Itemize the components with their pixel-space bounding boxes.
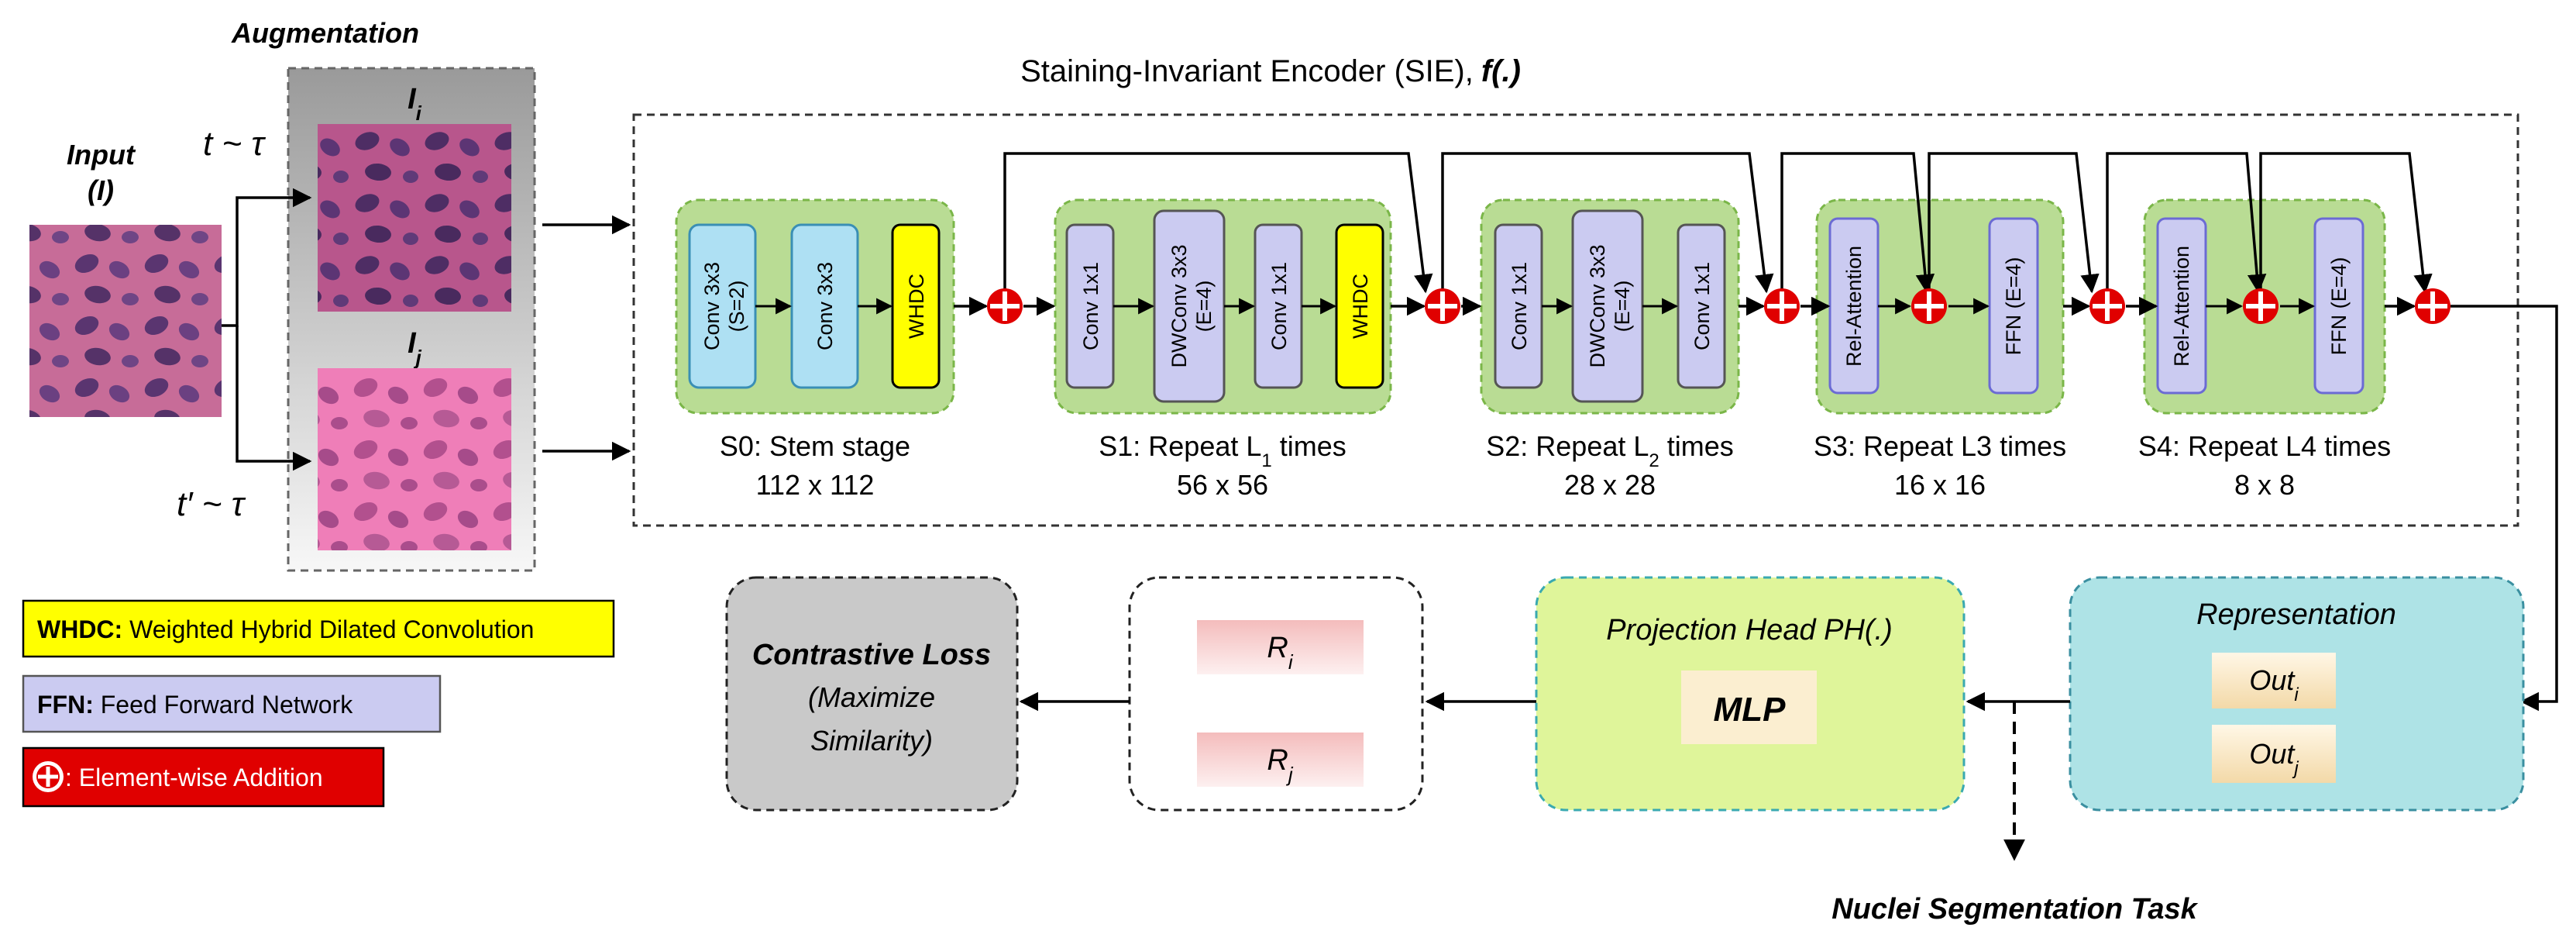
- projection-head-title: Projection Head PH(.): [1606, 614, 1893, 646]
- arrow-to-view-j: [236, 326, 312, 471]
- s1-block-2-label: Conv 1x1: [1267, 262, 1291, 350]
- out-j-label: Outj: [2249, 738, 2299, 779]
- add-node-6: [2243, 288, 2279, 324]
- skip-connection-s3-ffn: [1928, 152, 2100, 306]
- s4-block-0-label: Rel-Attention: [2170, 246, 2193, 367]
- ri-bar: [1197, 620, 1364, 674]
- s3-caption: S3: Repeat L3 times: [1814, 430, 2066, 462]
- add-node-7: [2415, 288, 2450, 324]
- add-node-5: [2089, 288, 2125, 324]
- view-j-label: Ij: [408, 327, 422, 369]
- contrastive-loss-box: [725, 576, 1019, 812]
- s1-caption: S1: Repeat L1 times: [1099, 430, 1346, 471]
- arrow-encoder-to-representation: [2450, 305, 2558, 712]
- legend-addition-text: : Element-wise Addition: [65, 764, 323, 791]
- legend-ffn: [22, 674, 442, 733]
- s1-resolution: 56 x 56: [1177, 469, 1268, 501]
- augmentation-title: Augmentation: [231, 17, 419, 49]
- s1-block-1-label: DWConv 3x3(E=4): [1168, 244, 1216, 367]
- add-node-1: [987, 288, 1023, 324]
- skip-connection-s4-attn: [2106, 152, 2267, 306]
- s1-block-3-label: WHDC: [1349, 274, 1372, 339]
- s3-block-0-label: Rel-Attention: [1842, 246, 1866, 367]
- contrastive-loss-line2: Similarity): [810, 725, 933, 757]
- input-symbol: (I): [88, 174, 114, 206]
- t-prime-label: t′ ~ τ: [177, 485, 246, 523]
- skip-connection-s4-ffn: [2259, 152, 2433, 306]
- add-node-2: [1425, 288, 1460, 324]
- contrastive-loss-line1: (Maximize: [808, 681, 935, 713]
- out-i-label: Outi: [2249, 664, 2299, 705]
- legend-addition: [22, 746, 385, 808]
- segmentation-task-label: Nuclei Segmentation Task: [1831, 893, 2198, 926]
- s2-caption: S2: Repeat L2 times: [1486, 430, 1734, 471]
- s2-block-1-label: DWConv 3x3(E=4): [1586, 244, 1634, 367]
- view-i-image: [318, 124, 511, 312]
- s3-block-1-label: FFN (E=4): [2002, 257, 2025, 356]
- s2-resolution: 28 x 28: [1564, 469, 1656, 501]
- view-j-image: [318, 368, 511, 550]
- encoder-frame: [632, 113, 2519, 527]
- skip-connection-s3-attn: [1780, 152, 1935, 306]
- legend-add-icon: [33, 761, 64, 792]
- contrastive-loss-title: Contrastive Loss: [752, 639, 991, 671]
- arrow-to-view-i: [222, 188, 312, 327]
- view-i-label: Ii: [408, 83, 422, 125]
- rj-bar: [1197, 733, 1364, 787]
- s0-caption: S0: Stem stage: [720, 430, 910, 462]
- add-node-4: [1911, 288, 1947, 324]
- out-j-block: [2212, 725, 2336, 783]
- input-label: Input: [67, 139, 136, 171]
- s1-block-0-label: Conv 1x1: [1079, 262, 1102, 350]
- skip-connection-s2: [1441, 152, 1774, 306]
- s4-resolution: 8 x 8: [2234, 469, 2295, 501]
- add-node-3: [1764, 288, 1800, 324]
- mlp-label: MLP: [1714, 691, 1787, 729]
- legend-ffn-text: FFN: Feed Forward Network: [37, 691, 353, 719]
- s0-resolution: 112 x 112: [756, 469, 875, 501]
- rj-label: Rj: [1267, 744, 1293, 786]
- encoder-title: Staining-Invariant Encoder (SIE),f(.): [1020, 54, 1521, 88]
- skip-connection-s1: [1003, 152, 1433, 306]
- s0-block-0-label: Conv 3x3(S=2): [700, 262, 748, 350]
- s2-block-0-label: Conv 1x1: [1508, 262, 1531, 350]
- legend-whdc: [22, 599, 615, 658]
- legend-whdc-text: WHDC: Weighted Hybrid Dilated Convolutio…: [37, 615, 534, 643]
- ri-label: Ri: [1267, 632, 1293, 674]
- mlp-block: [1681, 670, 1817, 744]
- t-label: t ~ τ: [203, 125, 266, 163]
- representation-title: Representation: [2196, 598, 2396, 631]
- s4-caption: S4: Repeat L4 times: [2138, 430, 2391, 462]
- s0-block-1-label: Conv 3x3: [813, 262, 837, 350]
- s4-block-1-label: FFN (E=4): [2327, 257, 2351, 356]
- out-i-block: [2212, 653, 2336, 708]
- s0-block-2-label: WHDC: [905, 274, 928, 339]
- s3-resolution: 16 x 16: [1894, 469, 1986, 501]
- s2-block-2-label: Conv 1x1: [1690, 262, 1714, 350]
- input-image: [29, 225, 222, 417]
